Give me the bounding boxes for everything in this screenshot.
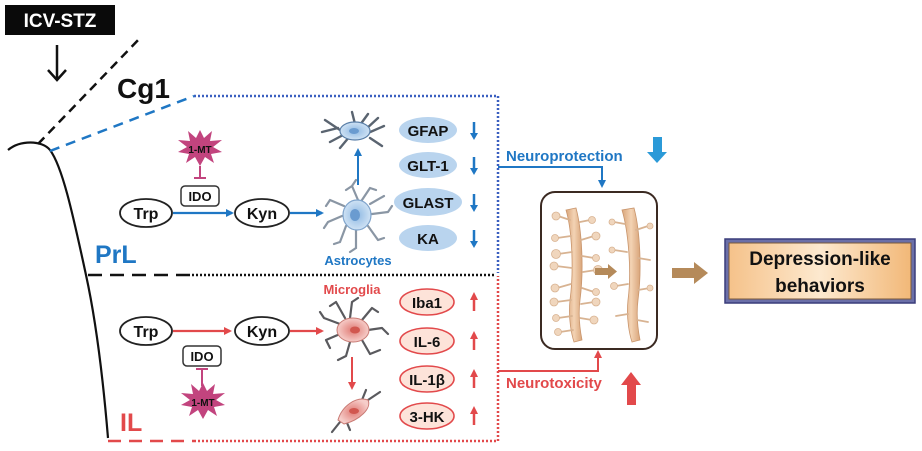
region-label-il: IL (120, 409, 142, 437)
prl-boundary (49, 94, 195, 153)
neuroprotection-connector (498, 166, 606, 188)
marker-label: 3-HK (409, 409, 444, 426)
il-marker-il6: IL-6 (399, 327, 478, 355)
il-1mt-inhibitor: 1-MT (181, 383, 225, 419)
il-marker-iba1: Iba1 (399, 288, 478, 316)
icv-stz-treatment: ICV-STZ (5, 5, 115, 35)
result-line-1: Depression-like (749, 249, 891, 270)
il-ido-label: IDO (190, 349, 213, 364)
il-trp-node (119, 316, 173, 346)
marker-label: GFAP (408, 123, 449, 140)
prl-1mt-label: 1-MT (188, 145, 211, 156)
prl-kyn-node (234, 198, 290, 228)
spine-loss-arrow-icon (595, 264, 617, 279)
il-kyn-label: Kyn (247, 324, 277, 341)
microglia-icon-upper (318, 296, 390, 362)
astrocytes-label: Astrocytes (324, 253, 391, 268)
prl-trp-label: Trp (134, 206, 159, 223)
marker-pill (399, 225, 457, 251)
depression-like-behaviors-box: Depression-like behaviors (724, 238, 916, 304)
microglia-icon-lower (330, 388, 382, 434)
prl-ido-label: IDO (188, 189, 211, 204)
marker-pill (399, 117, 457, 143)
il-trp-label: Trp (134, 324, 159, 341)
cg1-boundary (37, 35, 143, 145)
neurotoxicity-up-arrow-icon (621, 372, 641, 405)
il-pathway: Trp Kyn IDO 1-MT Microglia (119, 282, 478, 434)
dendrite-icon-sparse-spines (608, 207, 654, 343)
region-label-prl: PrL (95, 241, 137, 269)
down-arrow-icon (470, 230, 478, 248)
prl-marker-glast: GLAST (394, 188, 478, 216)
marker-pill (394, 188, 462, 216)
prl-marker-glt1: GLT-1 (399, 152, 478, 178)
marker-pill (399, 288, 455, 316)
to-result-arrow-icon (672, 262, 708, 284)
marker-pill (399, 402, 455, 430)
result-line-2: behaviors (775, 276, 865, 297)
prl-ido-box (180, 185, 220, 207)
prl-pathway: 1-MT IDO Trp Kyn Astrocytes (119, 110, 478, 268)
il-marker-3hk: 3-HK (399, 402, 478, 430)
down-arrow-icon (47, 45, 67, 82)
starburst-icon (181, 383, 225, 419)
neuroprotection-label: Neuroprotection (506, 148, 623, 165)
brain-outline (7, 141, 110, 439)
down-arrow-icon (470, 194, 478, 212)
astrocyte-icon-lower (322, 178, 394, 254)
up-arrow-icon (470, 331, 478, 350)
prl-marker-gfap: GFAP (399, 117, 478, 143)
prl-trp-node (119, 198, 173, 228)
marker-label: IL-1β (409, 372, 445, 389)
marker-label: KA (417, 231, 439, 248)
marker-pill (399, 365, 455, 393)
up-arrow-icon (470, 406, 478, 425)
down-arrow-icon (470, 122, 478, 140)
il-marker-il1b: IL-1β (399, 365, 478, 393)
up-arrow-icon (470, 369, 478, 388)
il-1mt-label: 1-MT (191, 398, 214, 409)
up-arrow-icon (470, 292, 478, 311)
marker-pill (399, 327, 455, 355)
prl-dotted-box (194, 94, 500, 273)
starburst-icon (178, 130, 222, 166)
icv-stz-label: ICV-STZ (24, 11, 97, 32)
marker-label: GLT-1 (407, 158, 448, 175)
neurotoxicity-label: Neurotoxicity (506, 375, 603, 392)
marker-label: GLAST (403, 195, 454, 212)
region-label-cg1: Cg1 (117, 73, 170, 104)
il-kyn-node (234, 316, 290, 346)
neurotoxicity-connector (498, 350, 602, 372)
prl-kyn-label: Kyn (247, 206, 277, 223)
prl-marker-ka: KA (399, 225, 478, 251)
marker-label: IL-6 (414, 334, 441, 351)
marker-label: Iba1 (412, 295, 442, 312)
il-dotted-box (198, 276, 500, 443)
microglia-label: Microglia (323, 282, 381, 297)
icv-stz-box (5, 5, 115, 35)
down-arrow-icon (470, 157, 478, 175)
marker-pill (399, 152, 457, 178)
il-ido-box (182, 345, 222, 367)
astrocyte-icon-upper (320, 110, 386, 150)
neuroprotection-down-arrow-icon (647, 137, 667, 163)
prl-1mt-inhibitor: 1-MT (178, 130, 222, 166)
dendritic-spine-panel (540, 191, 658, 350)
